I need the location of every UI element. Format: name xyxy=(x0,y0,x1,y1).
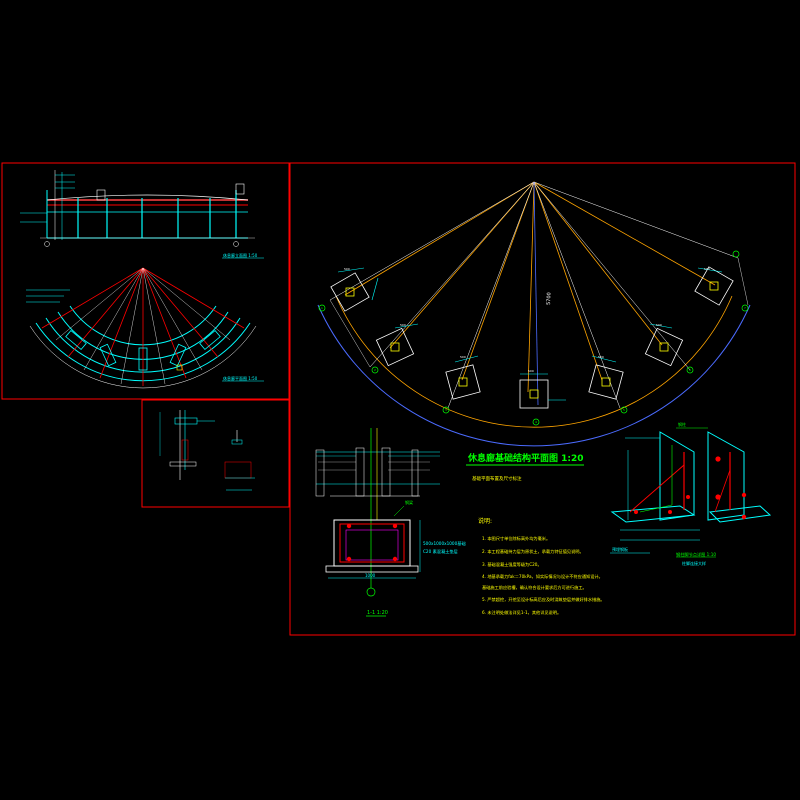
note-5: 5. 严禁超挖，开挖至设计标高后应及时浇筑垫层并做好排水措施。 xyxy=(482,596,605,603)
footing-dim-7: 500 xyxy=(704,267,710,271)
note-6: 6. 未注明处做法详见1-1，其他详见说明。 xyxy=(482,609,561,616)
connection-label-top: 钢柱 xyxy=(678,421,686,427)
footing-6 xyxy=(644,327,684,367)
axis-bubble-1 xyxy=(318,304,326,312)
axis-bubble-6 xyxy=(686,366,694,374)
connection-subtitle: 柱脚连接大样 xyxy=(682,560,706,566)
note-1: 1. 本图尺寸单位除标高外均为毫米。 xyxy=(482,535,550,542)
connection-detail xyxy=(610,427,772,558)
footing-4 xyxy=(519,379,549,409)
axis-bubble-5 xyxy=(620,406,628,414)
axis-label-4: 4 xyxy=(535,420,537,424)
footing-dim-4: 500 xyxy=(528,369,534,373)
axis-numbers: 1 2 3 4 5 6 7 xyxy=(321,306,746,424)
beam-label: 钢梁 xyxy=(405,499,413,505)
axis-label-3: 3 xyxy=(445,408,447,412)
small-plan-drawing xyxy=(26,267,264,389)
section-title: 1-1 1:20 xyxy=(367,610,388,616)
frame-small-detail xyxy=(141,399,290,508)
footing-dim-6: 500 xyxy=(656,323,662,327)
note-2: 2. 本工程基础持力层为原状土，承载力特征值见说明。 xyxy=(482,548,584,555)
section-note-2: C20 素混凝土垫层 xyxy=(423,548,458,555)
main-plan-title: 休息廊基础结构平面图 1:20 xyxy=(467,452,584,464)
axis-bubble-8 xyxy=(732,250,740,258)
footing-dim-2: 500 xyxy=(400,323,406,327)
axis-label-2: 2 xyxy=(374,368,376,372)
footings xyxy=(330,266,734,409)
footing-dim-lines xyxy=(337,267,723,401)
section-dim: 1000 xyxy=(365,573,376,578)
elevation-title: 休息廊立面图 1:50 xyxy=(223,252,258,258)
small-detail-drawing xyxy=(159,410,255,491)
section-1-1 xyxy=(315,428,440,617)
axis-label-5: 5 xyxy=(623,408,625,412)
axis-bubble-3 xyxy=(442,406,450,414)
small-plan-title: 休息廊平面图 1:50 xyxy=(223,375,258,381)
footing-dim-3: 500 xyxy=(460,355,466,359)
notes-block: 说明: 1. 本图尺寸单位除标高外均为毫米。 2. 本工程基础持力层为原状土，承… xyxy=(478,517,605,616)
elevation-drawing xyxy=(20,170,264,259)
axis-bubble-2 xyxy=(371,366,379,374)
footing-dim-texts: 500 500 500 500 500 500 500 xyxy=(344,267,710,373)
axis-label-7: 7 xyxy=(744,306,746,310)
radial-dim-label: 5700 xyxy=(546,292,552,305)
frame-main-plan xyxy=(289,162,796,636)
main-plan-fan xyxy=(317,181,751,447)
footing-2 xyxy=(375,327,415,367)
axis-bubble-7 xyxy=(741,304,749,312)
main-plan-subtitle: 基础平面布置及尺寸标注 xyxy=(472,475,522,482)
notes-heading: 说明: xyxy=(478,517,492,525)
note-3: 3. 基础混凝土强度等级为C20。 xyxy=(482,561,542,568)
axis-bubbles xyxy=(318,250,749,426)
footing-7 xyxy=(694,266,734,306)
connection-label-base: 预埋钢板 xyxy=(612,546,628,552)
footing-dim-5: 500 xyxy=(598,355,604,359)
note-4: 4. 地基承载力fak＝70kPa，如实际情况与设计不符应通知设计。 xyxy=(482,573,603,580)
axis-label-6: 6 xyxy=(689,368,691,372)
footing-dim-1: 500 xyxy=(344,267,350,271)
axis-bubble-4 xyxy=(532,418,540,426)
footing-1 xyxy=(330,272,370,312)
footing-3 xyxy=(445,364,481,400)
connection-title: 钢柱脚节点详图 1:10 xyxy=(676,551,716,558)
axis-label-1: 1 xyxy=(321,306,323,310)
note-4b: 基础施工前应验槽，确认符合设计要求后方可进行施工。 xyxy=(482,584,587,591)
footing-5 xyxy=(588,364,624,400)
frame-top-left xyxy=(1,162,290,400)
section-note-1: 500x1000x1000基础 xyxy=(423,540,466,547)
footing-columns xyxy=(345,281,719,399)
